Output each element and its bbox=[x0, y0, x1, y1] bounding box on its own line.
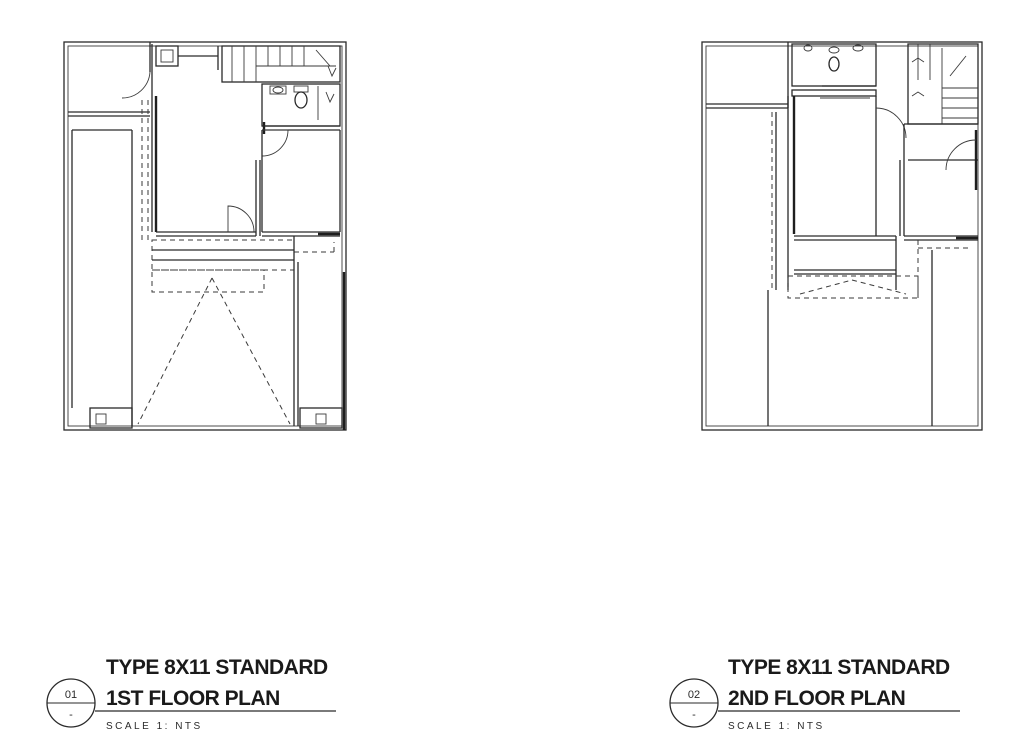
inner-wall-line bbox=[67, 45, 343, 427]
door-swing bbox=[261, 129, 289, 157]
bathroom bbox=[261, 83, 341, 157]
basin-icon bbox=[269, 85, 287, 95]
outer-wall bbox=[701, 41, 983, 431]
title-block-01: 01 - TYPE 8X11 STANDARD 1ST FLOOR PLAN S… bbox=[46, 656, 336, 732]
drawing-sheet-ref: - bbox=[69, 709, 73, 721]
drawing-number: 02 bbox=[688, 689, 700, 701]
drawing-scale: SCALE 1: NTS bbox=[728, 721, 825, 732]
basin-icon bbox=[803, 44, 813, 52]
garage-door-swing bbox=[137, 277, 213, 425]
drawing-title-line-2: 2ND FLOOR PLAN bbox=[728, 687, 905, 710]
outer-wall bbox=[63, 41, 347, 431]
drawing-sheet-ref: - bbox=[692, 709, 696, 721]
entry-door-swing bbox=[227, 205, 255, 233]
drawing-title-line-1: TYPE 8X11 STANDARD bbox=[106, 656, 328, 679]
title-block-02: 02 - TYPE 8X11 STANDARD 2ND FLOOR PLAN S… bbox=[669, 656, 960, 732]
toilet-icon bbox=[828, 56, 840, 72]
door-swing bbox=[121, 71, 151, 99]
drawing-scale: SCALE 1: NTS bbox=[106, 721, 203, 732]
sink-icon bbox=[155, 45, 179, 67]
toilet-tank-icon bbox=[293, 85, 309, 93]
drawing-title-line-1: TYPE 8X11 STANDARD bbox=[728, 656, 950, 679]
stair-icon bbox=[907, 43, 979, 125]
door-swing bbox=[875, 107, 907, 139]
second-floor-plan bbox=[701, 41, 983, 431]
stair-icon bbox=[221, 45, 341, 83]
bathroom bbox=[791, 43, 877, 99]
drawing-title-line-2: 1ST FLOOR PLAN bbox=[106, 687, 280, 710]
first-floor-plan bbox=[63, 41, 347, 431]
toilet-icon bbox=[294, 91, 308, 109]
drawing-number: 01 bbox=[65, 689, 77, 701]
